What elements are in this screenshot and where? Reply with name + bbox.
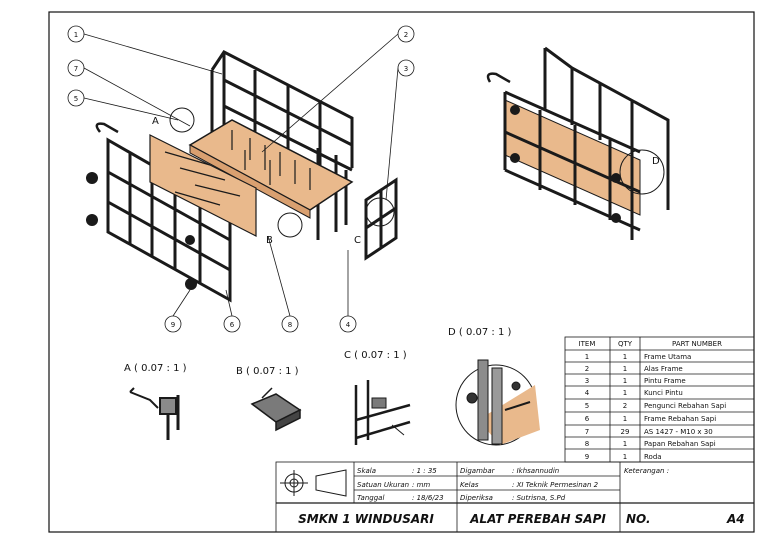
digambar-value: : Ikhsannudin (512, 467, 559, 475)
door-frame (364, 177, 398, 261)
detail-circle-c (365, 197, 395, 227)
title-block (275, 461, 755, 533)
skala-label: Skala (357, 467, 376, 475)
bom-row-item: 9 (585, 453, 589, 461)
digambar-label: Digambar (460, 467, 496, 475)
bom-row-part: Pengunci Rebahan Sapi (644, 402, 726, 410)
balloon-3: 3 (404, 65, 408, 73)
keterangan-label: Keterangan : (624, 467, 669, 475)
wood-board (149, 134, 257, 237)
balloon-1: 1 (74, 31, 78, 39)
balloon-4: 4 (346, 321, 351, 329)
projection-symbol-icon (280, 469, 347, 497)
detail-view-b (250, 387, 302, 432)
bill-of-materials (564, 336, 755, 463)
bom-row-item: 6 (585, 415, 590, 423)
bom-row-qty: 2 (623, 402, 627, 410)
detail-circle-a (169, 107, 195, 133)
tanggal-label: Tanggal (357, 494, 384, 502)
detail-view-d (455, 359, 540, 446)
balloon-2: 2 (404, 31, 408, 39)
diperiksa-label: Diperiksa (460, 494, 493, 502)
bom-row-part: Pintu Frame (644, 377, 686, 385)
drawing-number-label: NO. (626, 512, 651, 526)
detail-title-b: B ( 0.07 : 1 ) (236, 366, 299, 377)
wheels (86, 172, 197, 290)
bom-header-part: PART NUMBER (672, 340, 722, 348)
detail-view-a (129, 387, 180, 440)
tanggal-value: : 18/6/23 (412, 494, 444, 502)
board-bolts (164, 151, 241, 206)
bom-row-item: 8 (585, 440, 589, 448)
bom-row-item: 1 (585, 353, 589, 361)
bom-row-item: 3 (585, 377, 589, 385)
bom-row-item: 4 (585, 389, 590, 397)
drawing-title: ALAT PEREBAH SAPI (469, 512, 606, 526)
bom-row-part: Kunci Pintu (644, 389, 683, 397)
base-bolts (231, 130, 311, 190)
bom-row-qty: 1 (623, 389, 627, 397)
bom-row-part: AS 1427 - M10 x 30 (644, 428, 713, 436)
leader-lines (83, 33, 399, 317)
kelas-value: : XI Teknik Permesinan 2 (512, 481, 599, 489)
bom-header-item: ITEM (579, 340, 596, 348)
base-frame-edge (189, 144, 311, 219)
detail-view-c (354, 380, 411, 445)
view-letter-d: D (652, 156, 660, 167)
skala-value: : 1 : 35 (412, 467, 437, 475)
bom-row-qty: 1 (623, 353, 627, 361)
satuan-label: Satuan Ukuran (357, 481, 409, 489)
item-balloons (67, 25, 415, 333)
bom-row-qty: 1 (623, 377, 627, 385)
bom-row-item: 7 (585, 428, 589, 436)
view-letter-a: A (152, 116, 159, 127)
detail-title-d: D ( 0.07 : 1 ) (448, 327, 511, 338)
bom-row-item: 2 (585, 365, 589, 373)
bom-row-qty: 1 (623, 440, 627, 448)
kelas-label: Kelas (460, 481, 479, 489)
balloon-7: 7 (74, 65, 78, 73)
balloon-5: 5 (74, 95, 78, 103)
balloon-8: 8 (288, 321, 292, 329)
satuan-value: : mm (412, 481, 430, 489)
balloon-9: 9 (171, 321, 175, 329)
sheet-size: A4 (726, 512, 745, 526)
detail-circle-b (277, 212, 303, 238)
bom-row-qty: 1 (623, 415, 627, 423)
bom-header-qty: QTY (618, 340, 633, 348)
assembled-isometric-view (486, 46, 670, 240)
exploded-assembly-view (83, 33, 399, 317)
view-letter-b: B (266, 235, 273, 246)
detail-title-a: A ( 0.07 : 1 ) (124, 363, 187, 374)
detail-title-c: C ( 0.07 : 1 ) (344, 350, 407, 361)
bom-row-qty: 1 (623, 453, 627, 461)
bom-row-qty: 29 (621, 428, 630, 436)
bom-row-part: Alas Frame (644, 365, 683, 373)
bom-row-part: Frame Rebahan Sapi (644, 415, 716, 423)
balloon-6: 6 (230, 321, 235, 329)
bom-row-item: 5 (585, 402, 589, 410)
bom-row-qty: 1 (623, 365, 627, 373)
school-name: SMKN 1 WINDUSARI (298, 512, 434, 526)
diperiksa-value: : Sutrisna, S.Pd (512, 494, 566, 502)
bom-row-part: Frame Utama (644, 353, 691, 361)
bom-row-part: Papan Rebahan Sapi (644, 440, 716, 448)
view-letter-c: C (354, 235, 361, 246)
bom-row-part: Roda (644, 453, 662, 461)
detail-circle-d (619, 149, 665, 195)
